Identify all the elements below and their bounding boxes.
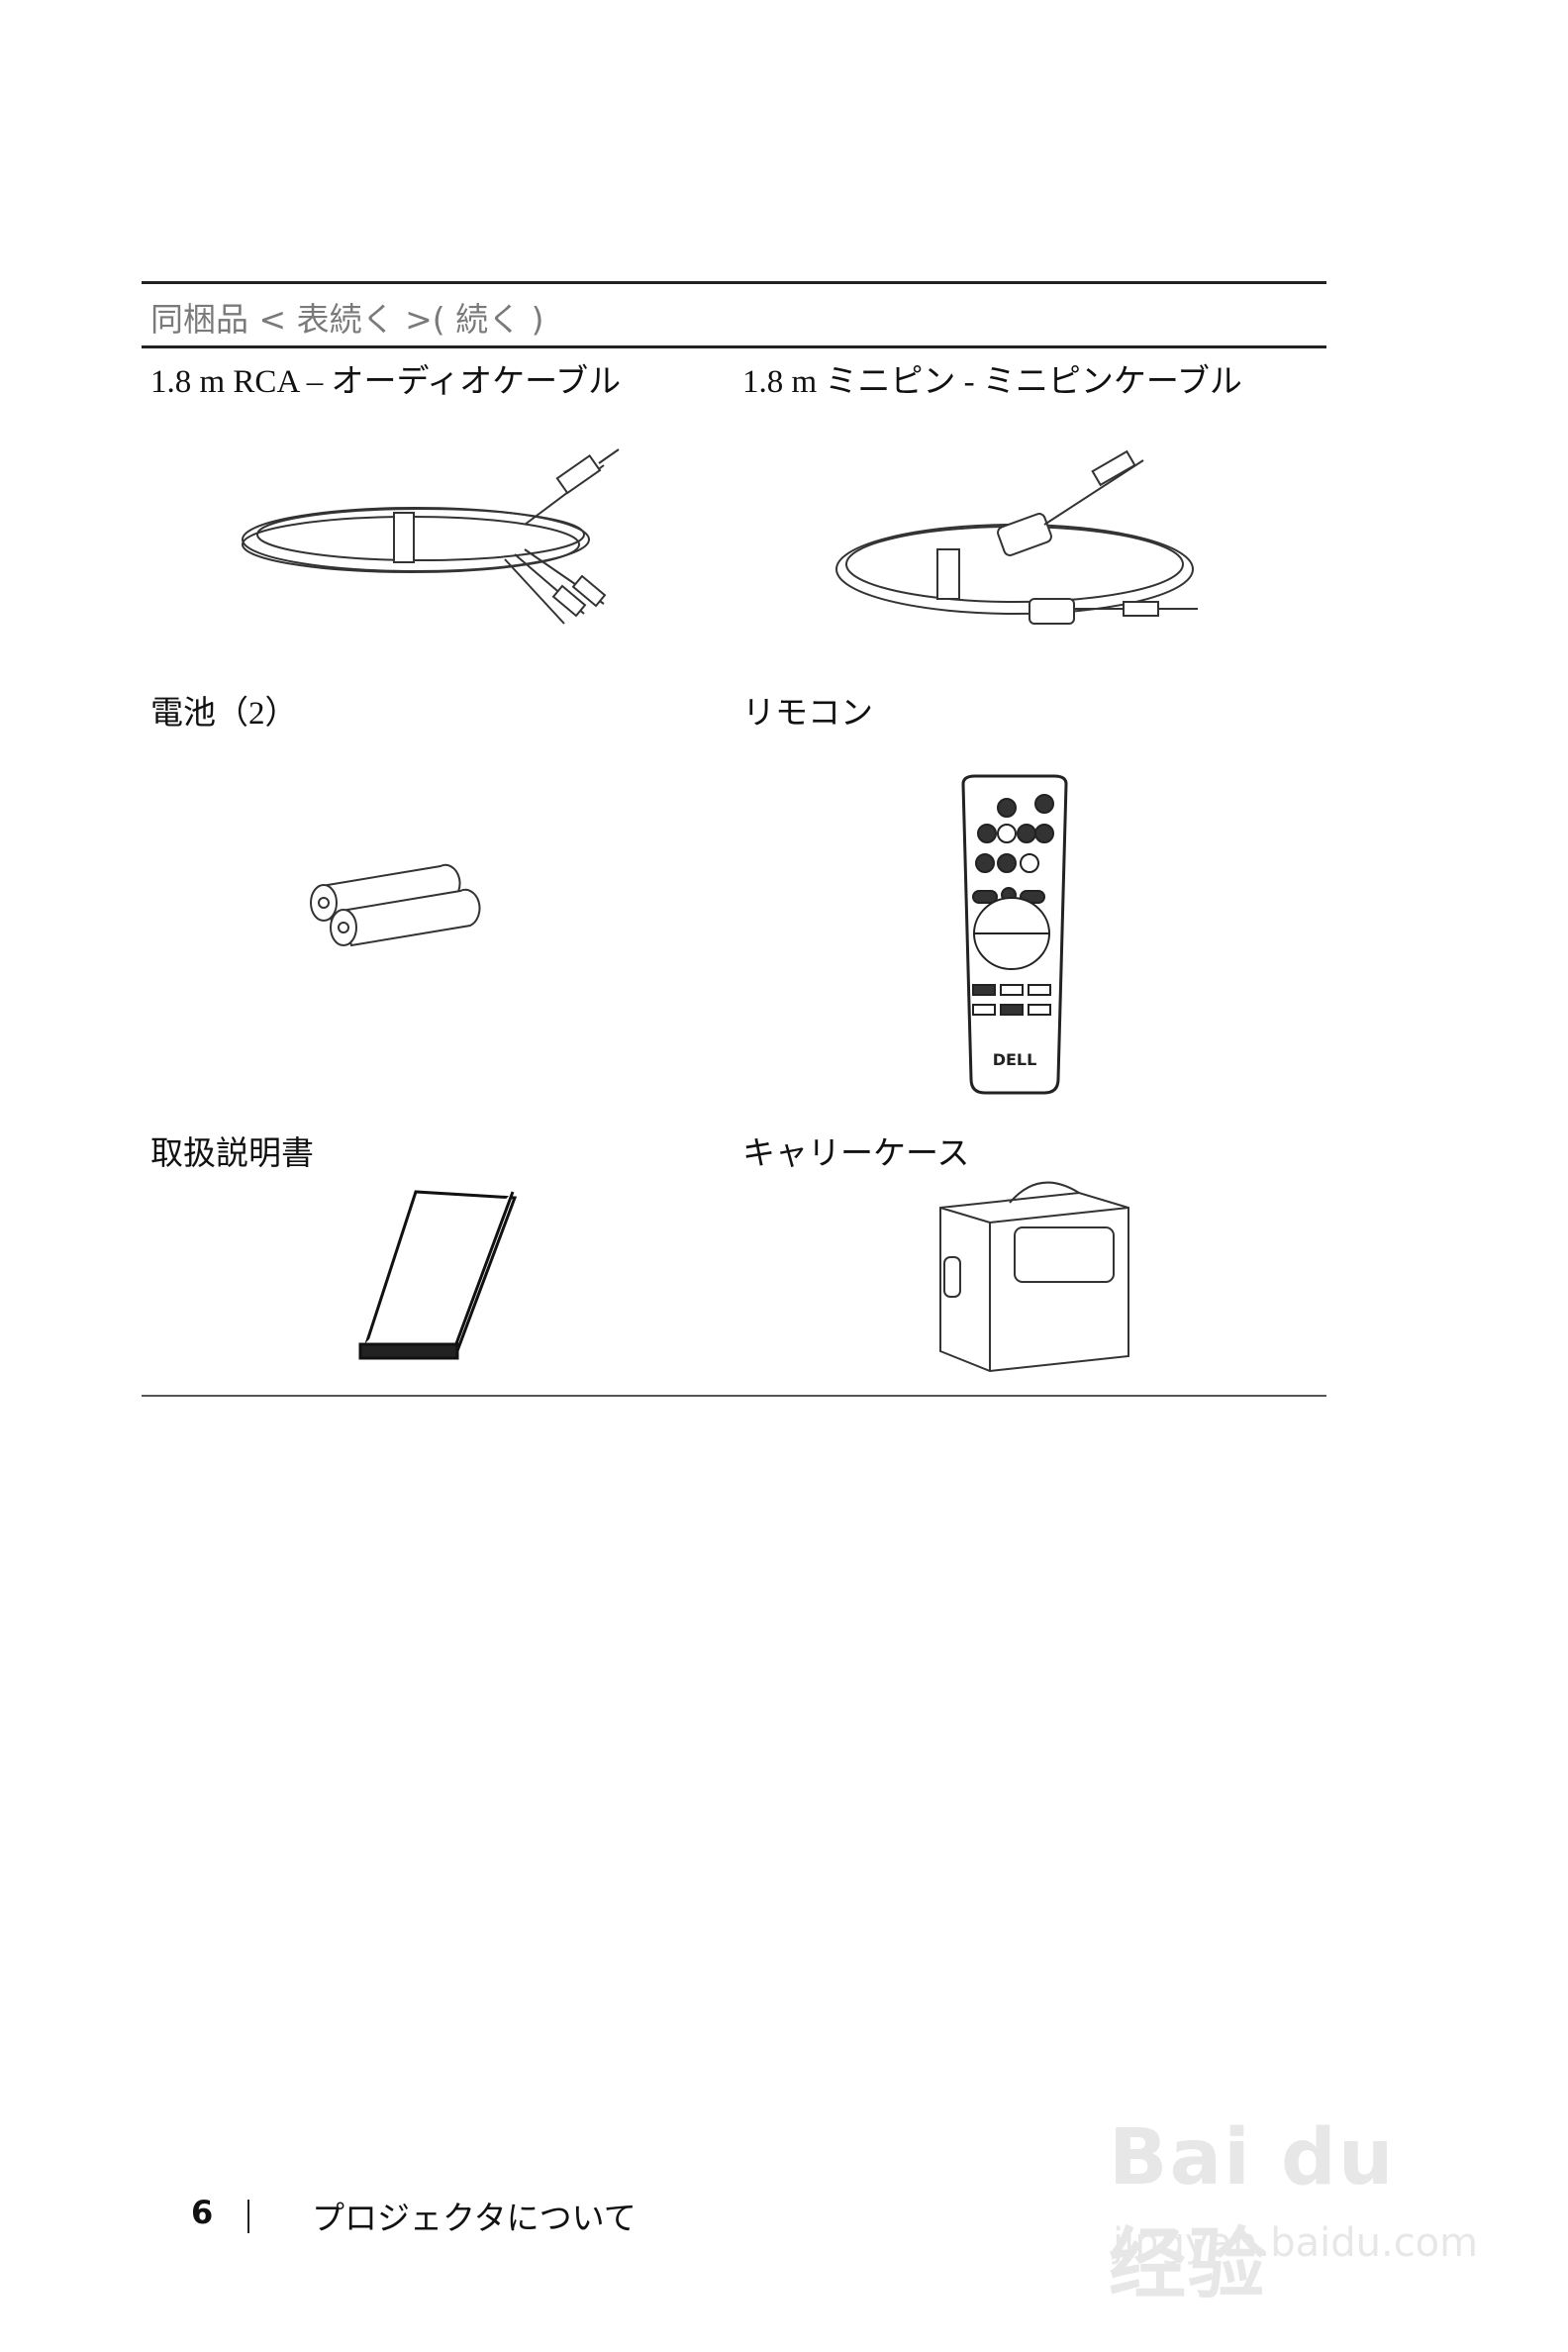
watermark-url: jingyan.baidu.com <box>1113 2220 1479 2266</box>
table-bottom-rule <box>142 1395 1326 1397</box>
item-label-minipin-cable: 1.8 m ミニピン - ミニピンケーブル <box>742 364 1242 400</box>
item-label-carry-case: キャリーケース <box>742 1136 970 1172</box>
remote-control-illustration: DELL <box>961 774 1068 1095</box>
carry-case-illustration <box>939 1181 1129 1373</box>
page-number: 6 <box>191 2194 214 2231</box>
item-label-rca-cable: 1.8 m RCA – オーディオケーブル <box>150 364 622 400</box>
baidu-watermark: Bai du 经验 jingyan.baidu.com <box>1109 2104 1479 2309</box>
mini-pin-cable-illustration <box>835 449 1198 625</box>
table-header: 同梱品 < 表続く >( 続く ) <box>150 300 544 339</box>
item-label-remote: リモコン <box>742 696 873 732</box>
watermark-brand: Bai du 经验 <box>1109 2113 1396 2309</box>
dell-logo: DELL <box>993 1050 1037 1069</box>
table-header-rule <box>142 345 1326 348</box>
footer-section-title: プロジェクタについて <box>312 2202 637 2237</box>
item-label-manual: 取扱説明書 <box>150 1136 314 1172</box>
footer-separator <box>247 2200 249 2233</box>
manual-illustration <box>358 1190 518 1360</box>
table-top-rule <box>142 281 1326 284</box>
item-label-batteries: 電池（2） <box>150 696 298 732</box>
rca-audio-cable-illustration <box>242 448 620 625</box>
batteries-illustration <box>310 863 481 947</box>
